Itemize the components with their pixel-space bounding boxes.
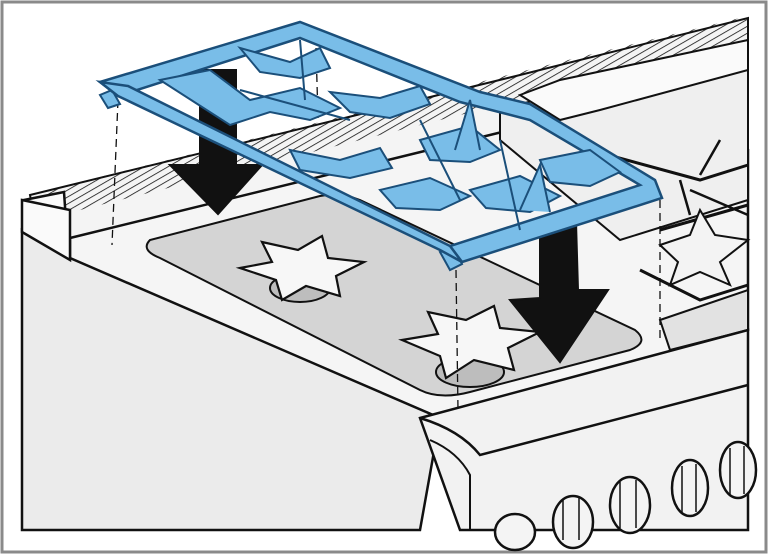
burner-grate <box>95 20 664 272</box>
burner-cap-icon <box>658 207 751 287</box>
knob <box>608 475 652 535</box>
range-body <box>20 198 750 532</box>
right-burner-section <box>499 38 751 352</box>
left-burner <box>235 234 368 303</box>
control-knobs <box>493 440 758 552</box>
arrow-down-icon <box>508 220 610 364</box>
front-burner <box>398 304 544 388</box>
burner-cap-icon <box>235 234 368 302</box>
knob <box>493 512 537 552</box>
knob <box>670 458 710 518</box>
knob <box>551 494 595 550</box>
knob <box>718 440 758 500</box>
